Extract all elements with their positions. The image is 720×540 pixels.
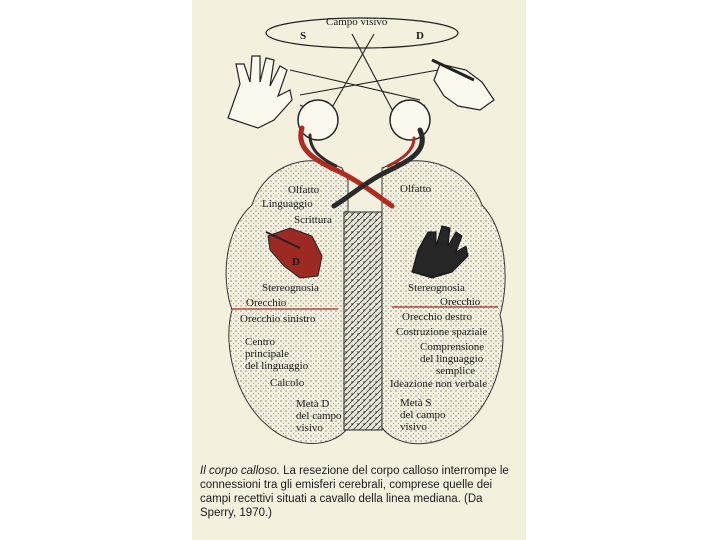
right-semplice-label: semplice	[436, 365, 476, 377]
left-linguaggio-label: Linguaggio	[262, 198, 313, 210]
left-stereognosia-label: Stereognosia	[262, 282, 319, 294]
field-s-label: S	[300, 30, 307, 42]
red-hand-pencil-icon	[265, 231, 301, 249]
left-scrittura-label: Scrittura	[294, 214, 332, 226]
dark-hand-icon	[411, 225, 469, 279]
corpus-callosum	[343, 211, 383, 431]
left-hand-icon	[227, 55, 293, 129]
optic-tracts	[298, 125, 425, 209]
left-del-campo-label: del campo	[296, 410, 342, 422]
right-meta-s-label: Metà S	[400, 397, 432, 409]
left-orecchio-label: Orecchio	[246, 297, 287, 309]
caption-text: La resezione del corpo calloso interromp…	[200, 465, 509, 519]
right-costruzione-label: Costruzione spaziale	[396, 326, 488, 338]
right-hand-icon	[433, 63, 495, 111]
hand-d-label: D	[292, 256, 300, 268]
right-del-linguaggio-label: del linguaggio	[420, 353, 484, 365]
left-del-linguaggio-label: del linguaggio	[245, 360, 309, 372]
right-olfatto-label: Olfatto	[400, 183, 432, 195]
visual-field-label: Campo visivo	[326, 16, 388, 28]
right-comprensione-label: Comprensione	[420, 341, 485, 353]
figure-caption: Il corpo calloso. La resezione del corpo…	[200, 464, 520, 520]
right-hemisphere	[381, 160, 506, 445]
right-stereognosia-label: Stereognosia	[408, 282, 465, 294]
right-orecchio-destro-label: Orecchio destro	[402, 311, 472, 323]
caption-title: Il corpo calloso.	[200, 465, 280, 477]
right-orecchio-label: Orecchio	[440, 296, 481, 308]
field-d-label: D	[416, 30, 424, 42]
left-centro-label: Centro	[245, 336, 275, 348]
left-meta-d-label: Metà D	[296, 398, 330, 410]
right-del-campo-label: del campo	[400, 409, 446, 421]
left-hemisphere	[225, 160, 349, 444]
pencil-icon	[431, 58, 475, 82]
left-orecchio-sinistro-label: Orecchio sinistro	[240, 313, 316, 325]
left-eye	[297, 99, 339, 141]
red-hand-icon	[267, 227, 323, 279]
visual-field-ellipse	[265, 17, 459, 49]
left-calcolo-label: Calcolo	[270, 377, 305, 389]
left-olfatto-label: Olfatto	[288, 184, 320, 196]
left-principale-label: principale	[245, 348, 289, 360]
right-visivo-label: visivo	[400, 421, 427, 433]
left-visivo-label: visivo	[296, 422, 323, 434]
right-ideazione-label: Ideazione non verbale	[390, 378, 488, 390]
